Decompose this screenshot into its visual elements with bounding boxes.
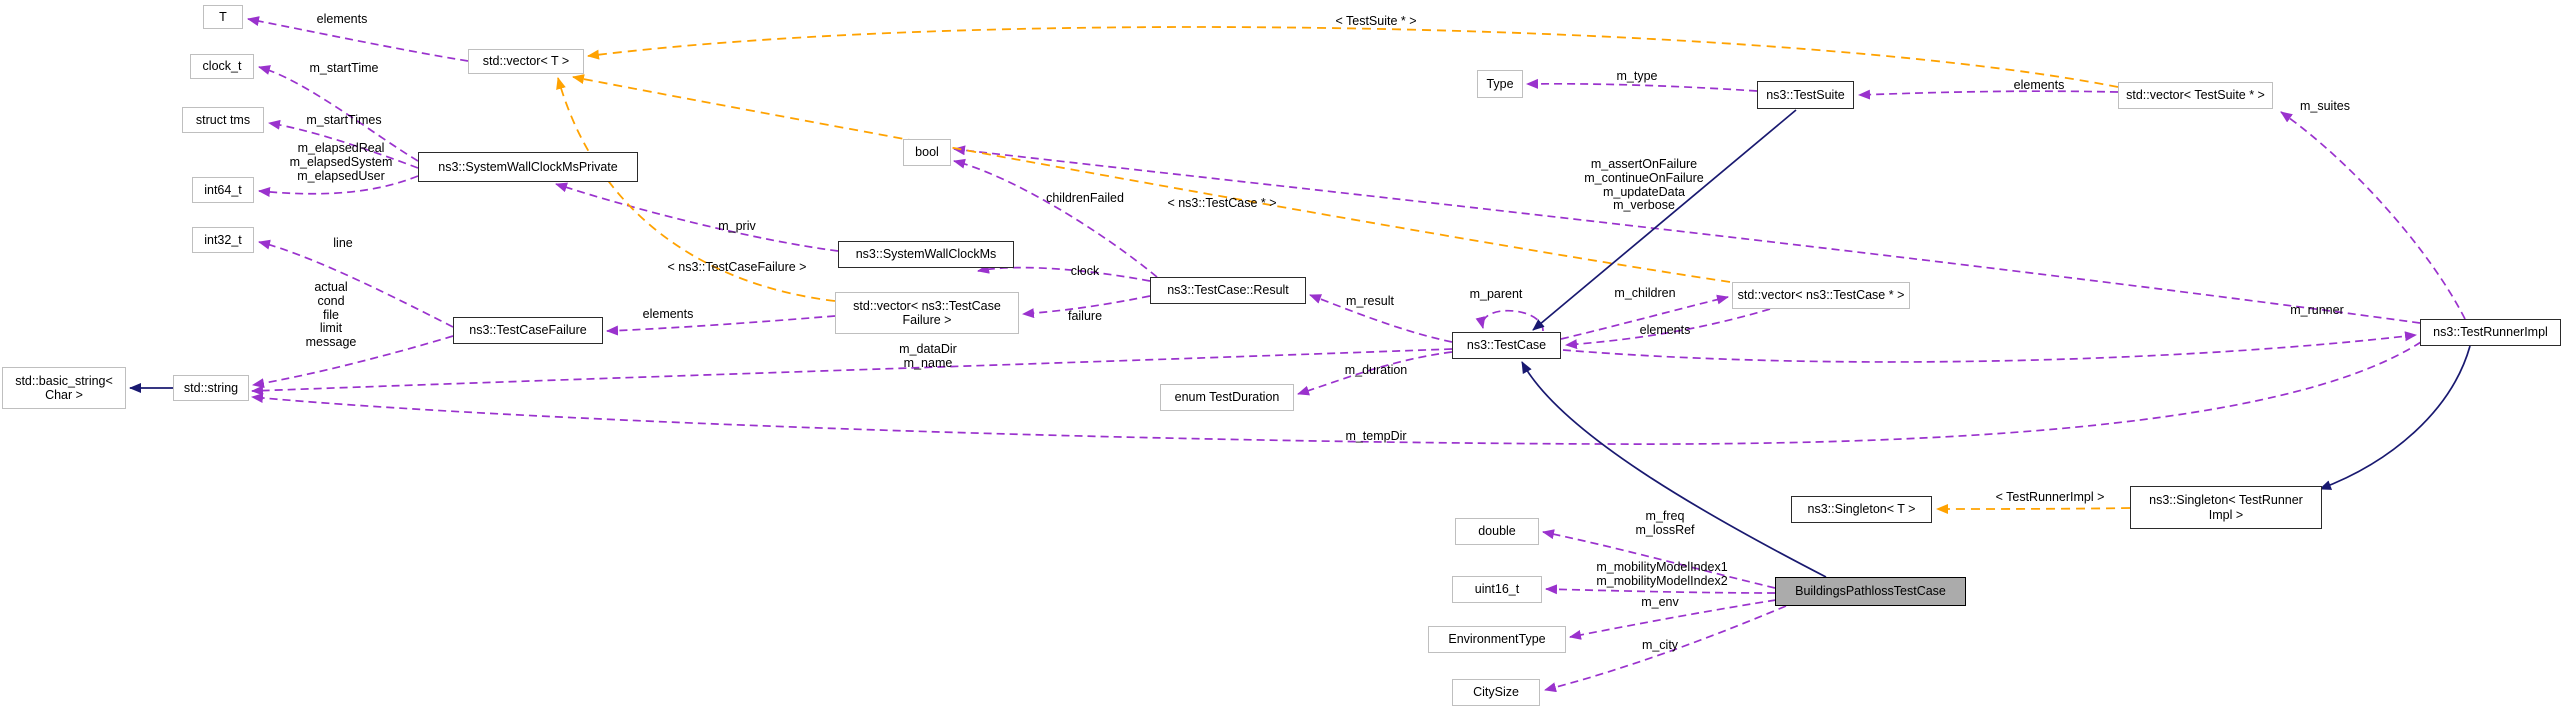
edge-label-m-elapsed: m_elapsedReal m_elapsedSystem m_elapsedU… bbox=[289, 141, 393, 183]
edge-elements-vectorTc bbox=[1565, 308, 1771, 350]
edge-label-m-duration: m_duration bbox=[1344, 363, 1408, 377]
node-int32-t: int32_t bbox=[192, 227, 254, 253]
edge-m-startTimes bbox=[268, 119, 419, 169]
edge-line bbox=[258, 239, 454, 328]
edge-label-m-children: m_children bbox=[1614, 286, 1676, 300]
edge-m-elapsed bbox=[258, 175, 419, 198]
edge-template-singleton bbox=[1936, 503, 2131, 514]
edge-label-template-ts: < TestSuite * > bbox=[1335, 14, 1417, 28]
edge-label-m-env: m_env bbox=[1641, 595, 1679, 609]
edge-tcf-fields bbox=[252, 335, 454, 389]
node-buildingspathlosstestcase: BuildingsPathlossTestCase bbox=[1775, 577, 1966, 606]
node-basic-string: std::basic_string< Char > bbox=[2, 367, 126, 409]
edge-m-env bbox=[1569, 599, 1777, 640]
edge-template-vectorTc bbox=[572, 74, 1731, 283]
edge-inherit-runner-singleton bbox=[2319, 345, 2471, 490]
edge-failure bbox=[1022, 295, 1151, 319]
node-vector-testcasefailure: std::vector< ns3::TestCase Failure > bbox=[835, 292, 1019, 334]
edge-m-type bbox=[1526, 78, 1758, 92]
node-enum-testduration: enum TestDuration bbox=[1160, 384, 1294, 411]
edge-inherit-main-testcase bbox=[1521, 361, 1827, 578]
edge-m-freq bbox=[1542, 529, 1776, 589]
edge-label-elements-tcf: elements bbox=[642, 307, 694, 321]
edge-label-m-tempdir: m_tempDir bbox=[1345, 429, 1407, 443]
edge-label-line: line bbox=[333, 236, 353, 250]
edge-m-suites bbox=[2280, 111, 2466, 320]
node-double: double bbox=[1455, 518, 1539, 545]
edge-m-city bbox=[1544, 605, 1787, 693]
edge-elements-vectorT-T bbox=[247, 16, 469, 62]
edge-elements-vectorTcf bbox=[606, 315, 836, 336]
node-bool: bool bbox=[903, 139, 951, 166]
node-uint16-t: uint16_t bbox=[1452, 576, 1542, 603]
edge-label-failure: failure bbox=[1067, 309, 1103, 323]
edge-label-template-tc: < ns3::TestCase * > bbox=[1167, 196, 1277, 210]
node-struct-tms: struct tms bbox=[182, 107, 264, 133]
node-testcase[interactable]: ns3::TestCase bbox=[1452, 332, 1561, 359]
edge-label-m-datadir: m_dataDir m_name bbox=[899, 342, 957, 370]
edge-m-children bbox=[1560, 294, 1729, 340]
node-singleton-t[interactable]: ns3::Singleton< T > bbox=[1791, 496, 1932, 523]
edge-m-dataDir bbox=[251, 348, 1453, 396]
node-testcasefailure[interactable]: ns3::TestCaseFailure bbox=[453, 317, 603, 344]
node-type: Type bbox=[1477, 70, 1523, 98]
edge-m-startTime bbox=[258, 65, 419, 162]
edge-label-m-runner: m_runner bbox=[2290, 303, 2344, 317]
edge-label-m-starttime: m_startTime bbox=[309, 61, 379, 75]
node-testcase-result[interactable]: ns3::TestCase::Result bbox=[1150, 277, 1306, 304]
node-citysize: CitySize bbox=[1452, 679, 1540, 706]
edge-label-m-freq: m_freq m_lossRef bbox=[1635, 509, 1695, 537]
node-singleton-testrunnerimpl[interactable]: ns3::Singleton< TestRunner Impl > bbox=[2130, 486, 2322, 529]
node-systemwallclockms-private[interactable]: ns3::SystemWallClockMsPrivate bbox=[418, 152, 638, 182]
edge-inherit-testsuite-testcase bbox=[1532, 109, 1797, 331]
node-systemwallclockms[interactable]: ns3::SystemWallClockMs bbox=[838, 241, 1014, 268]
edge-label-m-assert-group: m_assertOnFailure m_continueOnFailure m_… bbox=[1584, 157, 1704, 213]
edge-label-m-starttimes: m_startTimes bbox=[306, 113, 382, 127]
edge-m-tempDir bbox=[251, 341, 2422, 445]
edge-elements-vectorTs bbox=[1858, 89, 2119, 100]
node-environmenttype: EnvironmentType bbox=[1428, 626, 1566, 653]
edge-label-m-suites: m_suites bbox=[2299, 99, 2351, 113]
edge-label-m-type: m_type bbox=[1616, 69, 1658, 83]
node-std-string: std::string bbox=[173, 375, 249, 401]
edge-m-parent-loop bbox=[1475, 309, 1544, 332]
edge-template-vectorTcf bbox=[556, 77, 836, 302]
edge-clock bbox=[977, 263, 1151, 282]
edge-label-m-priv: m_priv bbox=[718, 219, 756, 233]
edge-label-m-result: m_result bbox=[1346, 294, 1394, 308]
node-vector-t: std::vector< T > bbox=[468, 49, 584, 74]
node-testrunnerimpl[interactable]: ns3::TestRunnerImpl bbox=[2420, 319, 2561, 346]
edge-m-duration bbox=[1297, 351, 1453, 396]
edge-label-elements-tc: elements bbox=[1639, 323, 1691, 337]
edge-label-m-parent: m_parent bbox=[1469, 287, 1523, 301]
edge-label-m-mobility: m_mobilityModelIndex1 m_mobilityModelInd… bbox=[1596, 560, 1728, 588]
node-vector-testcase: std::vector< ns3::TestCase * > bbox=[1732, 282, 1910, 309]
node-clock-t: clock_t bbox=[190, 54, 254, 79]
edge-label-m-city: m_city bbox=[1641, 638, 1679, 652]
edge-m-runner bbox=[1562, 331, 2417, 363]
edge-label-clock: clock bbox=[1070, 264, 1100, 278]
edge-template-vectorTs bbox=[587, 26, 2119, 88]
edge-label-elements-ts: elements bbox=[2013, 78, 2065, 92]
node-testsuite[interactable]: ns3::TestSuite bbox=[1757, 81, 1854, 109]
edge-m-mobility bbox=[1545, 584, 1776, 595]
node-int64-t: int64_t bbox=[192, 177, 254, 203]
edge-label-tcf-fields: actual cond file limit message bbox=[305, 280, 357, 349]
edge-label-childrenfailed: childrenFailed bbox=[1046, 191, 1124, 205]
edge-m-result bbox=[1309, 294, 1453, 343]
edge-m-priv bbox=[555, 182, 839, 252]
edge-label-template-tcf: < ns3::TestCaseFailure > bbox=[667, 260, 807, 274]
edge-label-template-tr: < TestRunnerImpl > bbox=[1995, 490, 2105, 504]
edge-label-elements-vector-t: elements bbox=[316, 12, 368, 26]
edge-childrenFailed bbox=[953, 158, 1158, 278]
node-T: T bbox=[203, 5, 243, 29]
node-vector-testsuite: std::vector< TestSuite * > bbox=[2118, 82, 2273, 109]
